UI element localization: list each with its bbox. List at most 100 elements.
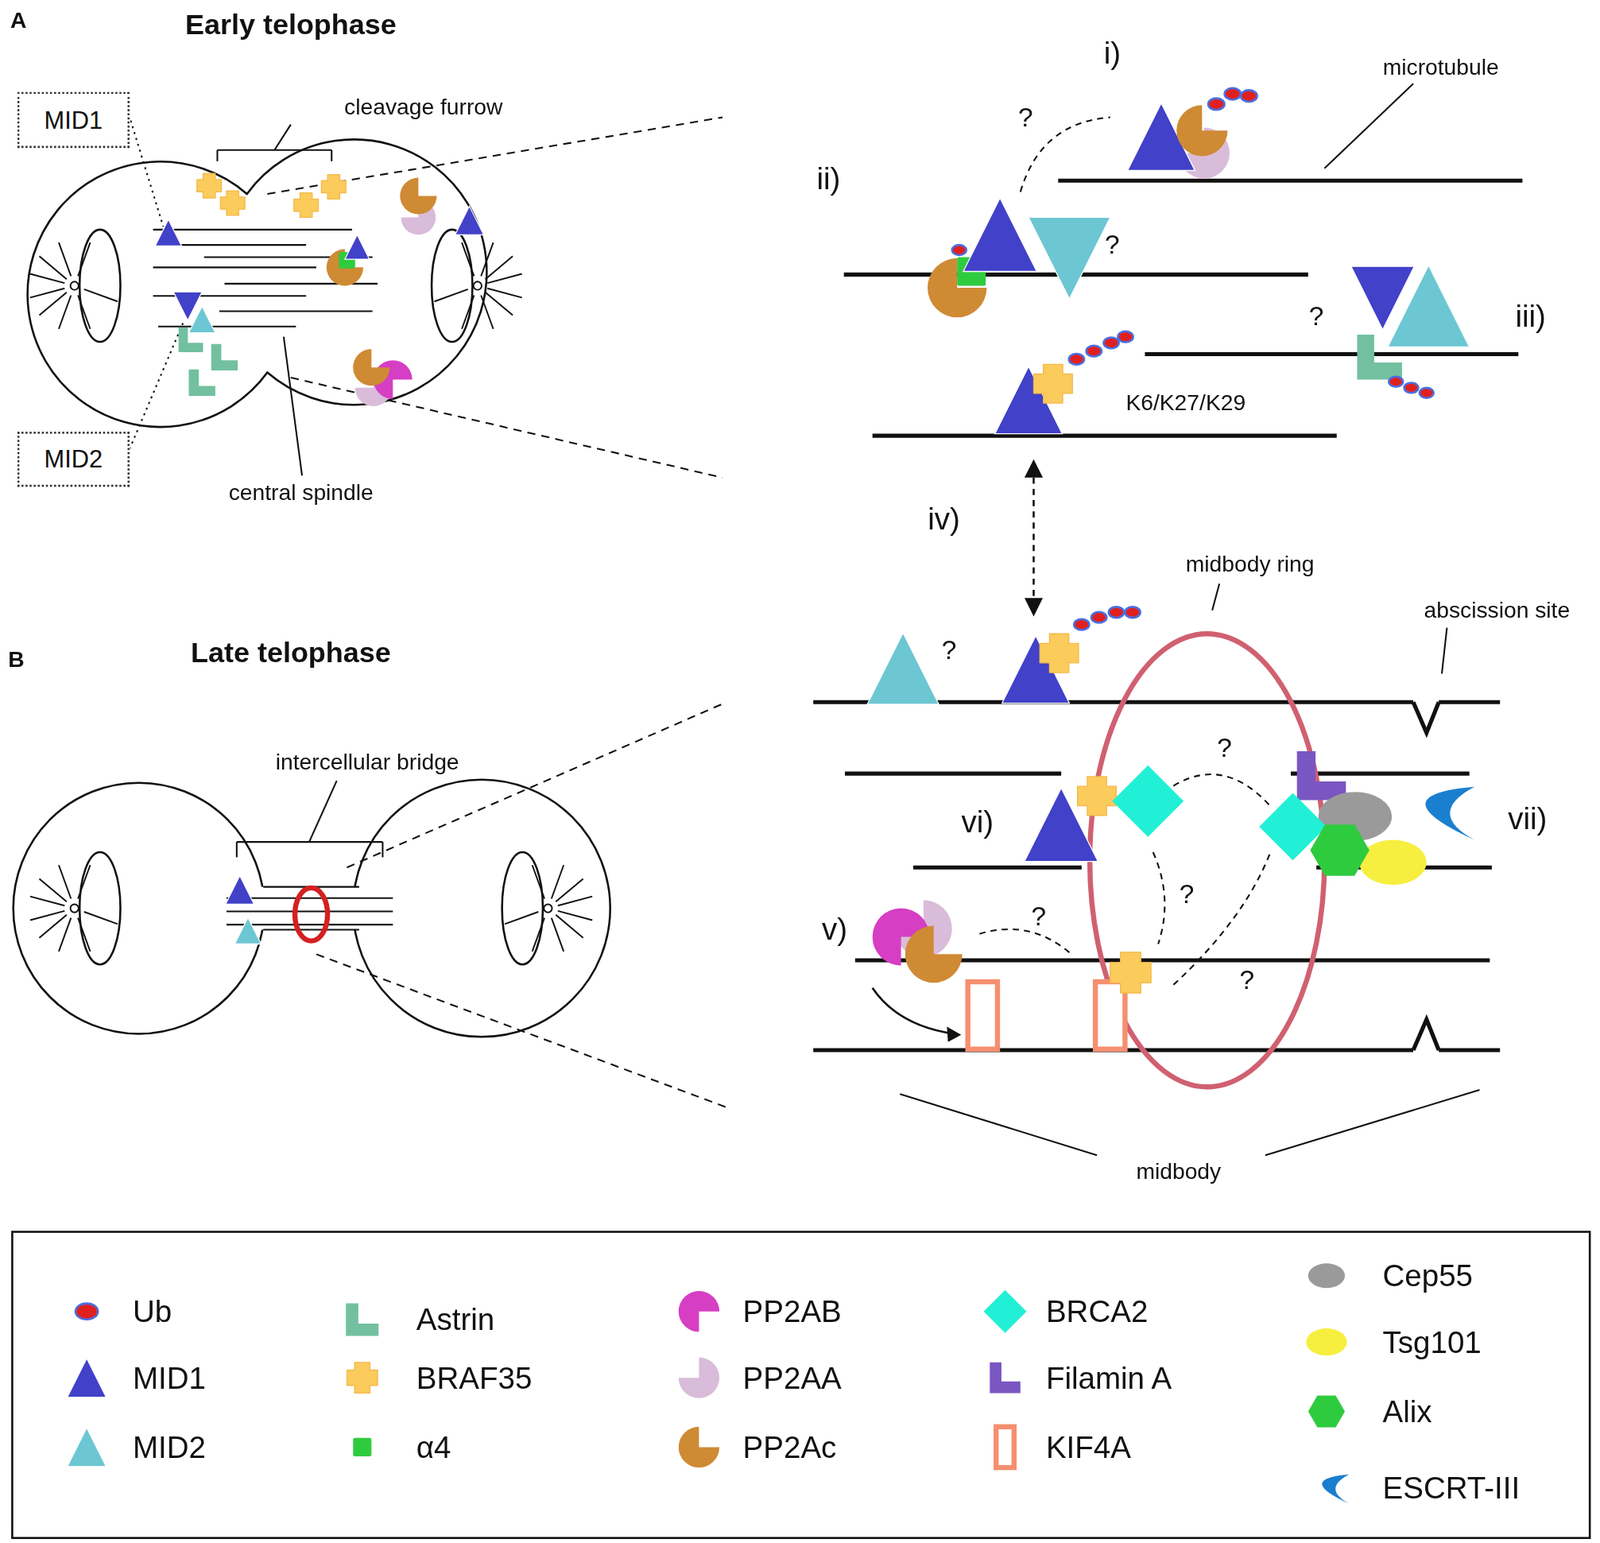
nucleus — [79, 229, 121, 342]
microtubule — [872, 433, 1337, 438]
nucleus — [502, 852, 543, 965]
dividing-cell — [27, 139, 488, 427]
leader-line — [290, 377, 723, 478]
text-label: vii) — [1507, 801, 1547, 835]
microtubule — [844, 771, 1062, 776]
M2-symbol — [234, 917, 261, 944]
nucleus — [79, 852, 121, 965]
astrin-symbol — [345, 1302, 379, 1336]
transport-arrow — [872, 987, 955, 1035]
unknown-mark: ? — [1179, 879, 1195, 909]
leader-line — [219, 310, 373, 313]
unknown-mark: ? — [1104, 230, 1120, 260]
unknown-mark: ? — [941, 635, 957, 665]
text-label: cleavage furrow — [344, 94, 503, 120]
aster-microtubule — [58, 864, 71, 899]
leader-line — [1212, 583, 1220, 610]
unknown-mark: ? — [1239, 964, 1256, 995]
leader-line — [274, 124, 291, 151]
box-text: MID2 — [44, 445, 104, 474]
ub-symbol — [1124, 606, 1140, 618]
microtubule — [913, 865, 1082, 870]
aster-microtubule — [77, 864, 90, 899]
aster-microtubule — [58, 295, 71, 330]
centrosome — [543, 903, 552, 912]
aster-microtubule — [485, 255, 513, 279]
aster-microtubule — [532, 918, 545, 952]
text-label: vi) — [961, 804, 995, 838]
kif-symbol — [995, 1426, 1015, 1468]
aster-microtubule — [77, 295, 90, 330]
escrt-symbol — [1425, 786, 1475, 841]
interaction-curve — [1173, 774, 1271, 806]
centrosome — [70, 903, 79, 912]
ub-symbol — [1388, 376, 1403, 388]
legend-text: Alix — [1383, 1394, 1433, 1428]
leader-line — [263, 929, 360, 931]
M1-symbol — [67, 1358, 107, 1398]
ub-symbol — [1240, 89, 1258, 102]
aster-microtubule — [58, 242, 71, 276]
legend-text: PP2Ac — [743, 1429, 837, 1464]
M2-symbol — [1387, 265, 1470, 348]
M2-symbol — [867, 632, 939, 705]
kif-symbol — [968, 981, 998, 1050]
ub-symbol — [1208, 98, 1225, 111]
braf-symbol — [1110, 952, 1151, 993]
text-label: midbody — [1135, 1158, 1221, 1184]
ab-symbol — [678, 1290, 720, 1332]
alix-symbol — [1308, 1394, 1345, 1427]
leader-line — [226, 910, 393, 912]
centrosome — [473, 281, 482, 290]
ac-symbol — [352, 348, 390, 386]
text-label: iv) — [927, 501, 961, 535]
unknown-mark: ? — [1018, 102, 1034, 132]
bridge-fill — [255, 887, 368, 930]
aster-microtubule — [480, 295, 493, 330]
ub-symbol — [1224, 88, 1242, 101]
aster-microtubule — [38, 914, 66, 938]
ub-symbol — [1069, 353, 1085, 365]
ac-symbol — [399, 177, 437, 214]
ub-symbol — [1073, 619, 1089, 631]
aster-microtubule — [480, 242, 493, 276]
braf-symbol — [321, 174, 346, 200]
braf-symbol — [220, 190, 245, 216]
microtubule — [1438, 1047, 1500, 1052]
astrin-symbol — [178, 327, 204, 353]
a4-symbol — [352, 1437, 372, 1457]
daughter-cell — [13, 782, 265, 1035]
ub-symbol — [1108, 606, 1124, 618]
ac-symbol — [905, 925, 963, 983]
legend-text: MID1 — [132, 1360, 206, 1395]
text-label: microtubule — [1383, 54, 1500, 80]
text-label: intercellular bridge — [275, 749, 460, 775]
braf-symbol — [294, 193, 319, 218]
aster-microtubule — [532, 864, 545, 899]
alix-symbol — [1309, 824, 1369, 876]
leader-line — [1265, 1089, 1480, 1155]
midbody-ring — [294, 887, 328, 942]
interaction-curve — [1153, 852, 1166, 945]
aster-microtubule — [30, 274, 65, 284]
M2-symbol — [189, 306, 216, 333]
leader-line — [153, 266, 317, 268]
box-text: MID1 — [44, 105, 104, 135]
leader-line — [381, 841, 384, 857]
legend-text: Cep55 — [1383, 1259, 1473, 1293]
aster-microtubule — [487, 288, 522, 299]
legend-text: Astrin — [416, 1302, 495, 1337]
nucleus — [431, 229, 473, 342]
M1-symbol — [344, 234, 370, 260]
relation-arrow — [1032, 477, 1035, 598]
aster-microtubule — [84, 289, 118, 302]
leader-line — [283, 337, 303, 477]
aster-microtubule — [485, 292, 513, 316]
M1-symbol — [455, 205, 485, 235]
aster-microtubule — [487, 274, 522, 284]
midbody-ring — [1089, 633, 1325, 1087]
legend-text: α4 — [416, 1429, 452, 1464]
leader-line — [309, 780, 338, 842]
aster-microtubule — [38, 255, 66, 279]
